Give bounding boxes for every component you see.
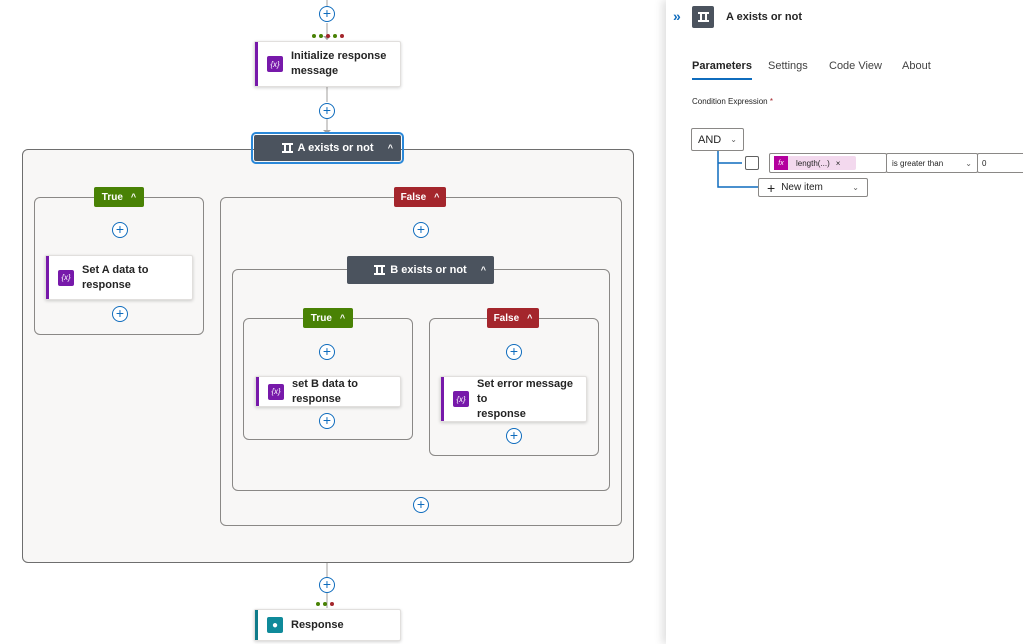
branch-label: True — [310, 312, 332, 324]
initialize-variable-card[interactable]: {x} Initialize response message — [254, 41, 401, 87]
add-step-button[interactable]: + — [506, 428, 522, 444]
card-title-line2: response — [477, 407, 526, 420]
chevron-up-icon: ^ — [434, 192, 440, 202]
set-a-data-card[interactable]: {x} Set A data to response — [45, 255, 193, 300]
condition-b-title: B exists or not — [390, 264, 467, 276]
add-step-button[interactable]: + — [506, 344, 522, 360]
add-step-button[interactable]: + — [319, 103, 335, 119]
condition-icon — [281, 143, 293, 153]
add-step-button[interactable]: + — [413, 222, 429, 238]
chevron-up-icon: ^ — [527, 313, 533, 323]
operand-value: 0 — [982, 158, 987, 168]
required-mark: * — [769, 97, 773, 106]
operator-value: is greater than — [892, 158, 944, 168]
variable-icon: {x} — [268, 383, 284, 400]
new-item-button[interactable]: + New item ⌄ — [758, 178, 868, 197]
chevron-down-icon: ⌄ — [965, 158, 972, 168]
variable-icon: {x} — [58, 269, 74, 286]
tab-settings[interactable]: Settings — [768, 60, 808, 72]
card-title: Response — [291, 618, 344, 631]
set-error-message-card[interactable]: {x} Set error message to response — [440, 376, 587, 422]
panel-title[interactable]: A exists or not — [726, 11, 802, 23]
row-select-checkbox[interactable] — [745, 156, 759, 170]
label-text: Condition Expression — [692, 97, 768, 106]
tab-about[interactable]: About — [902, 60, 931, 72]
card-title-line1: Set error message to — [477, 377, 573, 405]
plus-icon: + — [767, 179, 776, 196]
condition-icon — [692, 6, 714, 28]
add-step-button[interactable]: + — [319, 577, 335, 593]
collapse-chevron-icon[interactable]: ^ — [480, 265, 486, 275]
false-branch-a-pill[interactable]: False ^ — [394, 187, 446, 207]
condition-expression-label: Condition Expression * — [692, 97, 773, 106]
true-branch-b-pill[interactable]: True ^ — [303, 308, 353, 328]
response-icon: ● — [267, 617, 283, 633]
chevron-down-icon: ⌄ — [852, 183, 859, 192]
group-operator-dropdown[interactable]: AND ⌄ — [691, 128, 744, 151]
tab-parameters[interactable]: Parameters — [692, 60, 752, 80]
add-step-button[interactable]: + — [319, 344, 335, 360]
run-after-indicators — [316, 601, 334, 607]
remove-token-icon[interactable]: × — [835, 158, 841, 168]
collapse-chevron-icon[interactable]: ^ — [387, 143, 393, 153]
branch-label: False — [493, 312, 520, 324]
card-title-line2: message — [291, 65, 339, 77]
function-icon: fx — [774, 156, 788, 170]
set-b-data-card[interactable]: {x} set B data to response — [255, 376, 401, 407]
expression-token[interactable]: fx length(...) × — [774, 156, 856, 170]
expand-panel-icon[interactable]: » — [673, 8, 681, 24]
card-title: set B data to response — [292, 377, 359, 405]
condition-left-operand[interactable]: fx length(...) × — [769, 153, 887, 173]
condition-operator-dropdown[interactable]: is greater than ⌄ — [886, 153, 978, 173]
true-branch-a-pill[interactable]: True ^ — [94, 187, 144, 207]
add-step-button[interactable]: + — [112, 222, 128, 238]
new-item-label: New item — [781, 182, 823, 193]
add-step-button[interactable]: + — [112, 306, 128, 322]
condition-right-operand[interactable]: 0 — [977, 153, 1023, 173]
add-step-button[interactable]: + — [319, 6, 335, 22]
chevron-up-icon: ^ — [130, 192, 137, 202]
card-title-line1: Initialize response — [291, 50, 387, 62]
run-after-indicators — [312, 33, 344, 39]
add-step-button[interactable]: + — [319, 413, 335, 429]
card-title-line2: response — [82, 278, 131, 291]
condition-icon — [374, 265, 386, 275]
condition-a-card[interactable]: A exists or not ^ — [251, 132, 404, 164]
false-branch-b-pill[interactable]: False ^ — [487, 308, 539, 328]
variable-icon: {x} — [267, 56, 283, 72]
tab-code-view[interactable]: Code View — [829, 60, 882, 72]
add-step-button[interactable]: + — [413, 497, 429, 513]
chevron-down-icon: ⌄ — [730, 135, 737, 144]
chevron-up-icon: ^ — [339, 313, 346, 323]
condition-b-card[interactable]: B exists or not ^ — [347, 256, 494, 284]
operator-value: AND — [698, 133, 722, 146]
branch-label: False — [400, 191, 427, 203]
card-title-line1: Set A data to — [82, 263, 149, 276]
branch-label: True — [101, 191, 123, 203]
designer-canvas: + {x} Initialize response message + A ex… — [22, 0, 634, 641]
condition-a-title: A exists or not — [297, 142, 374, 154]
token-text: length(...) — [796, 158, 830, 168]
response-card[interactable]: ● Response — [254, 609, 401, 641]
action-details-panel: » A exists or not Parameters Settings Co… — [666, 0, 1023, 644]
variable-icon: {x} — [453, 391, 469, 407]
